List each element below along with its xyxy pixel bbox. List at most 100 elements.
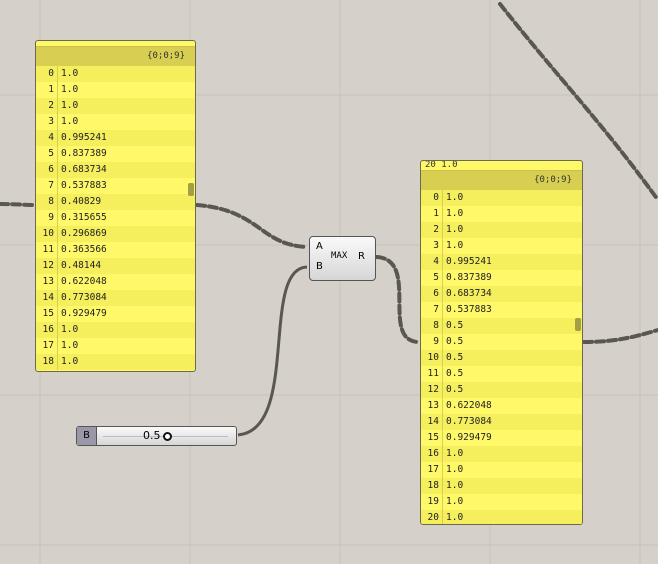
input-b[interactable]: B xyxy=(316,261,323,272)
item-index: 1 xyxy=(36,82,58,98)
item-index: 15 xyxy=(36,306,58,322)
input-a[interactable]: A xyxy=(316,241,323,252)
item-index: 5 xyxy=(36,146,58,162)
item-index: 15 xyxy=(421,430,443,446)
item-index: 16 xyxy=(36,322,58,338)
item-value: 0.995241 xyxy=(446,256,492,267)
scrollbar[interactable] xyxy=(188,183,194,196)
wire-r-to-panel xyxy=(375,255,420,344)
item-value: 0.48144 xyxy=(61,260,102,271)
output-r[interactable]: R xyxy=(358,251,365,262)
item-index: 20 xyxy=(421,510,443,524)
item-index: 0 xyxy=(36,66,58,82)
item-value: 1.0 xyxy=(446,192,464,203)
slider-handle[interactable] xyxy=(163,432,172,441)
panel-path: {0;0;9} xyxy=(36,46,195,66)
item-index: 6 xyxy=(421,286,443,302)
scrollbar[interactable] xyxy=(575,318,581,331)
item-value: 0.773084 xyxy=(61,292,107,303)
item-index: 12 xyxy=(421,382,443,398)
item-index: 11 xyxy=(36,242,58,258)
item-value: 0.683734 xyxy=(446,288,492,299)
item-index: 18 xyxy=(421,478,443,494)
item-index: 9 xyxy=(36,210,58,226)
item-index: 10 xyxy=(421,350,443,366)
slider-value: 0.5 xyxy=(143,429,161,442)
item-index: 19 xyxy=(421,494,443,510)
item-index: 11 xyxy=(421,366,443,382)
item-index: 14 xyxy=(36,290,58,306)
item-value: 1.0 xyxy=(61,116,79,127)
item-value: 0.773084 xyxy=(446,416,492,427)
wire-panel-out xyxy=(582,328,658,344)
item-index: 0 xyxy=(421,190,443,206)
item-value: 0.929479 xyxy=(61,308,107,319)
item-value: 0.929479 xyxy=(446,432,492,443)
item-value: 1.0 xyxy=(446,480,464,491)
item-index: 18 xyxy=(36,354,58,370)
item-index: 10 xyxy=(36,226,58,242)
wire-top-right xyxy=(498,2,658,202)
slider-label: B xyxy=(77,427,97,445)
item-value: 0.315655 xyxy=(61,212,107,223)
item-index: 8 xyxy=(421,318,443,334)
item-value: 0.837389 xyxy=(446,272,492,283)
item-value: 1.0 xyxy=(446,464,464,475)
item-value: 0.622048 xyxy=(61,276,107,287)
item-value: 1.0 xyxy=(61,340,79,351)
item-value: 1.0 xyxy=(446,496,464,507)
item-index: 2 xyxy=(36,98,58,114)
item-index: 1 xyxy=(421,206,443,222)
item-index: 12 xyxy=(36,258,58,274)
item-index: 7 xyxy=(421,302,443,318)
item-value: 0.5 xyxy=(446,320,464,331)
partial-row: 20 1.0 xyxy=(425,160,458,170)
item-value: 0.537883 xyxy=(446,304,492,315)
item-value: 0.5 xyxy=(446,352,464,363)
item-index: 13 xyxy=(36,274,58,290)
item-value: 0.537883 xyxy=(61,180,107,191)
item-value: 1.0 xyxy=(61,324,79,335)
item-index: 3 xyxy=(36,114,58,130)
max-component[interactable]: A B MAX R xyxy=(309,236,376,281)
number-slider[interactable]: B 0.5 xyxy=(76,426,237,446)
item-value: 1.0 xyxy=(61,84,79,95)
item-index: 6 xyxy=(36,162,58,178)
item-value: 1.0 xyxy=(446,208,464,219)
item-index: 7 xyxy=(36,178,58,194)
item-index: 13 xyxy=(421,398,443,414)
panel-path: {0;0;9} xyxy=(421,170,582,190)
item-index: 17 xyxy=(421,462,443,478)
item-value: 1.0 xyxy=(446,448,464,459)
item-value: 0.363566 xyxy=(61,244,107,255)
item-index: 9 xyxy=(421,334,443,350)
item-value: 1.0 xyxy=(61,356,79,367)
